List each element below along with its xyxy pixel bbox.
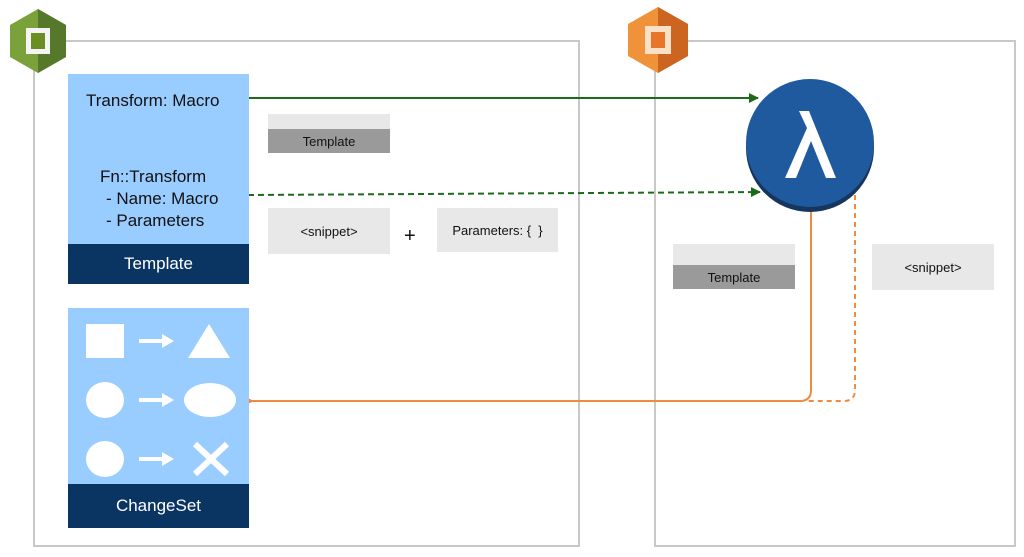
fn-transform-parameters: - Parameters	[106, 211, 205, 230]
arrow-icon	[139, 452, 174, 466]
transform-shapes	[86, 324, 236, 477]
cloudformation-icon	[10, 9, 66, 73]
fn-transform-name: - Name: Macro	[106, 189, 219, 208]
request-template-label: Template	[268, 129, 390, 153]
response-template-label: Template	[673, 265, 795, 289]
triangle-shape	[188, 324, 230, 358]
plus-sign: +	[404, 225, 416, 247]
request-template-doc: Template	[268, 114, 390, 153]
request-snippet-box: <snippet>	[268, 208, 390, 254]
template-card-footer: Template	[68, 244, 249, 284]
fn-transform-request-arrow	[247, 187, 761, 198]
changeset-card: ChangeSet	[68, 308, 249, 528]
circle-shape	[86, 441, 124, 477]
arrow-icon	[139, 334, 174, 348]
lambda-service-icon	[628, 7, 688, 73]
lambda-function-icon	[746, 79, 874, 212]
lambda-panel	[654, 40, 1016, 547]
arrow-icon	[139, 393, 174, 407]
cloudformation-template-card: Transform: Macro Fn::Transform - Name: M…	[68, 74, 249, 284]
circle-shape	[86, 382, 124, 418]
ellipse-shape	[184, 383, 236, 417]
square-shape	[86, 324, 124, 358]
changeset-card-footer: ChangeSet	[68, 484, 249, 528]
cloudformation-panel	[33, 40, 580, 547]
response-snippet-box: <snippet>	[872, 244, 994, 290]
response-template-doc: Template	[673, 244, 795, 289]
request-parameters-box: Parameters: { }	[437, 208, 558, 252]
fn-transform-declaration: Fn::Transform	[100, 167, 207, 186]
transform-declaration: Transform: Macro	[86, 91, 220, 110]
template-response-arrow	[242, 208, 812, 407]
x-mark-icon	[192, 441, 230, 477]
snippet-response-line	[805, 195, 856, 402]
